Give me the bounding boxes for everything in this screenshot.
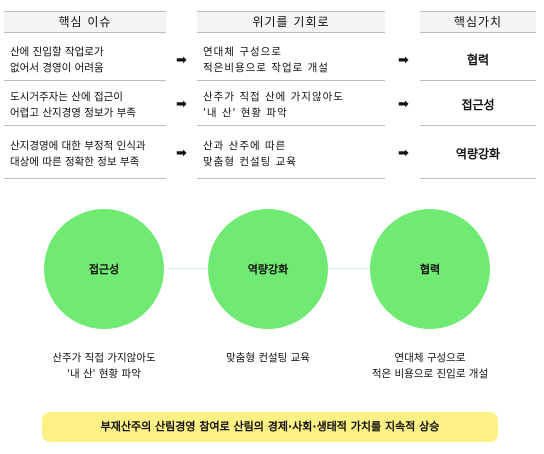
circle-desc-accessibility: 산주가 직접 가지않아도 '내 산' 현황 파악: [24, 350, 184, 382]
opportunity-line: 연대체 구성으로: [203, 45, 282, 58]
circle-accessibility: 접근성: [44, 209, 164, 329]
opportunity-line: 적은비용으로 작업로 개설: [203, 61, 329, 74]
header-opportunity: 위기를 기회로: [197, 11, 385, 33]
value-cell-2: 접근성: [420, 84, 536, 126]
issue-line: 대상에 따른 정확한 정보 부족: [10, 155, 140, 168]
circle-desc-cooperation: 연대체 구성으로 적은 비용으로 진입로 개설: [350, 350, 510, 382]
issue-cell-3: 산지경영에 대한 부정적 인식과 대상에 따른 정확한 정보 부족: [4, 129, 166, 179]
arrow-right-icon: ➡: [398, 146, 409, 161]
issue-cell-1: 산에 진입할 작업로가 없어서 경영이 어려움: [4, 39, 166, 81]
arrow-right-icon: ➡: [176, 97, 187, 112]
circle-label: 협력: [419, 263, 441, 276]
arrow-right-icon: ➡: [398, 53, 409, 68]
arrow-right-icon: ➡: [176, 146, 187, 161]
arrow-right-icon: ➡: [176, 53, 187, 68]
desc-line: 연대체 구성으로: [394, 352, 466, 364]
issue-line: 어렵고 산지경영 정보가 부족: [10, 106, 136, 119]
header-issue: 핵심 이슈: [4, 11, 166, 33]
value-cell-1: 협력: [420, 39, 536, 81]
opportunity-line: 산과 산주에 따른: [203, 139, 287, 152]
circle-desc-capacity: 맞춤형 컨설팅 교육: [188, 350, 348, 366]
issue-line: 산지경영에 대한 부정적 인식과: [10, 139, 146, 152]
circle-label: 접근성: [88, 263, 120, 276]
issue-cell-2: 도시거주자는 산에 접근이 어렵고 산지경영 정보가 부족: [4, 84, 166, 126]
desc-line: 산주가 직접 가지않아도: [52, 352, 156, 364]
opportunity-line: 산주가 직접 산에 가지않아도: [203, 90, 344, 103]
desc-line: 적은 비용으로 진입로 개설: [371, 368, 489, 380]
desc-line: 맞춤형 컨설팅 교육: [226, 352, 310, 364]
issue-line: 산에 진입할 작업로가: [10, 45, 104, 58]
value-cell-3: 역량강화: [420, 129, 536, 179]
opportunity-line: '내 산' 현황 파악: [203, 106, 288, 119]
circle-cooperation: 협력: [370, 209, 490, 329]
arrow-right-icon: ➡: [398, 97, 409, 112]
issue-line: 도시거주자는 산에 접근이: [10, 90, 123, 103]
opportunity-line: 맞춤형 컨설팅 교육: [203, 155, 297, 168]
issue-line: 없어서 경영이 어려움: [10, 61, 104, 74]
desc-line: '내 산' 현황 파악: [67, 368, 141, 380]
opportunity-cell-2: 산주가 직접 산에 가지않아도 '내 산' 현황 파악: [197, 84, 385, 126]
summary-banner: 부재산주의 산림경영 참여로 산림의 경제·사회·생태적 가치를 지속적 상승: [42, 412, 498, 442]
opportunity-cell-3: 산과 산주에 따른 맞춤형 컨설팅 교육: [197, 129, 385, 179]
opportunity-cell-1: 연대체 구성으로 적은비용으로 작업로 개설: [197, 39, 385, 81]
header-value: 핵심가치: [420, 11, 536, 33]
circle-label: 역량강화: [247, 263, 289, 276]
circle-capacity: 역량강화: [208, 209, 328, 329]
